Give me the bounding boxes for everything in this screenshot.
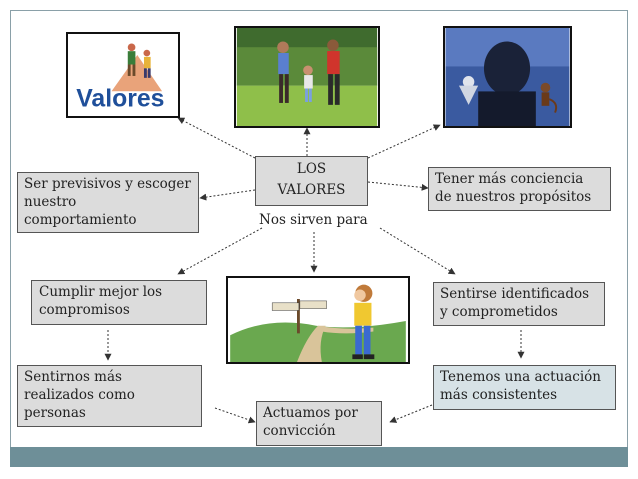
box-compromisos: Cumplir mejor los compromisos (31, 280, 207, 325)
logo-text: Valores (76, 85, 164, 112)
center-subtitle: Nos sirven para (259, 212, 368, 228)
box-actuacion: Tenemos una actuación más consistentes (433, 365, 616, 410)
box-conviccion: Actuamos por convicción (256, 401, 382, 446)
box-previsivos: Ser previsivos y escoger nuestro comport… (17, 172, 199, 233)
box-conciencia: Tener más conciencia de nuestros propósi… (428, 167, 611, 211)
box-identificados: Sentirse identificados y comprometidos (433, 282, 605, 326)
family-walking-icon (236, 28, 378, 126)
center-title-box: LOS VALORES (255, 156, 368, 206)
footer-bar (10, 447, 628, 467)
family-photo-image (234, 26, 380, 128)
valores-logo-image: Valores (66, 32, 180, 118)
crossroads-image (226, 276, 410, 364)
head-angel-devil-image (443, 26, 572, 128)
hikers-logo-icon: Valores (68, 34, 178, 116)
crossroads-signpost-icon (230, 278, 406, 362)
box-realizados: Sentirnos más realizados como personas (17, 365, 202, 427)
head-silhouette-icon (445, 28, 570, 126)
